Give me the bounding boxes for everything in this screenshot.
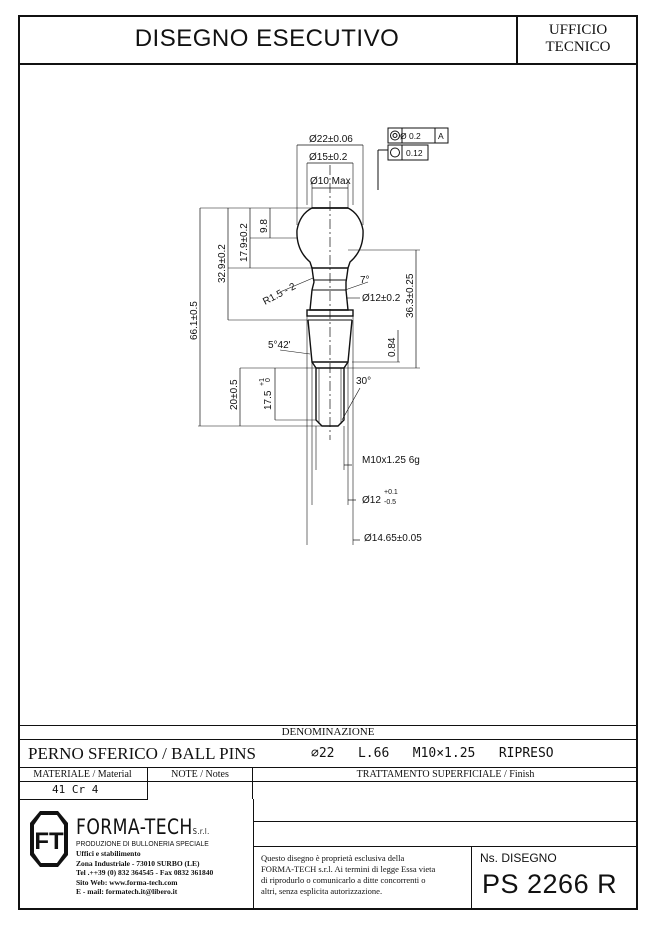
title-block: DENOMINAZIONE PERNO SFERICO / BALL PINS … <box>18 725 638 910</box>
office-box: UFFICIO TECNICO <box>518 15 638 65</box>
denominazione-label: DENOMINAZIONE <box>281 726 375 738</box>
notice-line-1: Questo disegno è proprietà esclusiva del… <box>261 853 405 863</box>
drawing-title: DISEGNO ESECUTIVO <box>18 15 518 65</box>
company-line-4: Sito Web: www.forma-tech.com <box>76 877 178 887</box>
taper-body <box>307 319 353 363</box>
technical-drawing: Ø 0.2 A 0.12 Ø22±0.06 Ø15±0.2 Ø10 Max 9.… <box>189 127 449 545</box>
dim-base-tol-minus: -0.5 <box>384 499 396 506</box>
trattamento-header: TRATTAMENTO SUPERFICIALE / Finish <box>253 768 638 781</box>
dim-base-diameter: Ø12 <box>362 495 381 506</box>
dim-useful-thread: 17.5 <box>263 390 274 410</box>
trattamento-label: TRATTAMENTO SUPERFICIALE / Finish <box>356 769 535 780</box>
drawing-frame <box>18 15 638 910</box>
dim-flat-diameter: Ø10 Max <box>310 176 351 187</box>
concentricity-inner-icon <box>392 133 398 138</box>
company-logo: FT <box>28 809 70 869</box>
company-name-text: FORMA-TECH <box>76 815 193 839</box>
notice-line-2: FORMA-TECH s.r.l. Ai termini di legge Es… <box>261 864 436 874</box>
material-row: 41 Cr 4 <box>18 781 638 799</box>
dim-step-height: 0.84 <box>387 337 398 357</box>
material-bottom-line <box>18 799 148 800</box>
notice-line-3: di riprodurlo o comunicarlo a ditte conc… <box>261 875 426 885</box>
tol2-value: 0.12 <box>406 148 423 158</box>
tol1-value: Ø 0.2 <box>400 131 421 141</box>
roundness-icon <box>390 147 400 158</box>
drawing-number-label: Ns. DISEGNO <box>480 851 557 865</box>
dim-collar-diameter: Ø12±0.2 <box>362 293 401 304</box>
dim-base-tol-plus: +0.1 <box>384 489 398 496</box>
denominazione-row: DENOMINAZIONE <box>18 725 638 739</box>
material-value: 41 Cr 4 <box>52 783 99 796</box>
company-line-1: Uffici e stabilimento <box>76 849 141 858</box>
dim-taper-angle: 5°42' <box>268 340 291 351</box>
drawing-number-box: Ns. DISEGNO PS 2266 R <box>471 847 638 909</box>
dim-ball-diameter: Ø22±0.06 <box>309 134 353 145</box>
part-name-row: PERNO SFERICO / BALL PINS ⌀22 L.66 M10×1… <box>18 739 638 767</box>
company-tagline: PRODUZIONE DI BULLONERIA SPECIALE <box>76 839 209 848</box>
office-line-2: TECNICO <box>545 39 611 55</box>
dim-angle-top: 7° <box>360 275 370 286</box>
dim-center-height: 17.9±0.2 <box>239 223 250 262</box>
note-cell <box>148 782 253 799</box>
materiale-header: MATERIALE / Material <box>18 768 148 781</box>
company-line-5: E - mail: formatech.it@libero.it <box>76 887 178 896</box>
bottom-row: Questo disegno è proprietà esclusiva del… <box>253 846 638 910</box>
labels-row: MATERIALE / Material NOTE / Notes TRATTA… <box>18 767 638 781</box>
dim-thread-spec: M10x1.25 6g <box>362 455 420 466</box>
materiale-label: MATERIALE / Material <box>33 769 132 780</box>
dim-taper-height: 32.9±0.2 <box>217 244 228 283</box>
part-spec: ⌀22 L.66 M10×1.25 RIPRESO <box>311 746 554 761</box>
notice-line-4: altri, senza esplicita autorizzazione. <box>261 886 383 896</box>
dim-useful-tol-plus: +1 <box>259 378 266 386</box>
dim-thread-length: 20±0.5 <box>229 379 240 410</box>
drawing-number: PS 2266 R <box>482 869 618 899</box>
note-header: NOTE / Notes <box>148 768 253 781</box>
tolerance-frame-1 <box>387 127 449 144</box>
dim-total-length: 66.1±0.5 <box>189 301 200 340</box>
dim-max-diameter: Ø14.65±0.05 <box>364 533 422 544</box>
tolerance-frame-2 <box>387 144 429 161</box>
tol1-datum: A <box>438 131 444 141</box>
company-line-3: Tel .++39 (0) 832 364545 - Fax 0832 3618… <box>76 868 214 877</box>
office-line-1: UFFICIO <box>548 22 608 38</box>
title-text: DISEGNO ESECUTIVO <box>134 25 400 52</box>
company-contacts: Uffici e stabilimento Zona Industriale -… <box>76 849 213 897</box>
note-label: NOTE / Notes <box>171 769 229 780</box>
logo-letters: FT <box>34 828 64 855</box>
dim-chamfer-angle: 30° <box>356 376 371 387</box>
dim-radius: R1.5 - 2 <box>261 281 298 308</box>
ft-logo-icon: FT <box>30 811 68 867</box>
company-name: FORMA-TECHS.r.l. <box>76 815 210 839</box>
company-line-2: Zona Industriale - 73010 SURBO (LE) <box>76 858 200 868</box>
neck <box>309 267 349 311</box>
company-suffix: S.r.l. <box>192 827 210 836</box>
dim-useful-tol-minus: 0 <box>265 378 272 382</box>
dim-flat-height: 9.8 <box>259 219 270 233</box>
part-name: PERNO SFERICO / BALL PINS <box>28 744 256 763</box>
concentricity-icon <box>390 130 400 141</box>
copyright-notice: Questo disegno è proprietà esclusiva del… <box>261 853 469 897</box>
material-cell: 41 Cr 4 <box>18 782 148 799</box>
dim-right-height: 36.3±0.25 <box>405 273 416 318</box>
dim-neck-diameter: Ø15±0.2 <box>309 152 348 163</box>
